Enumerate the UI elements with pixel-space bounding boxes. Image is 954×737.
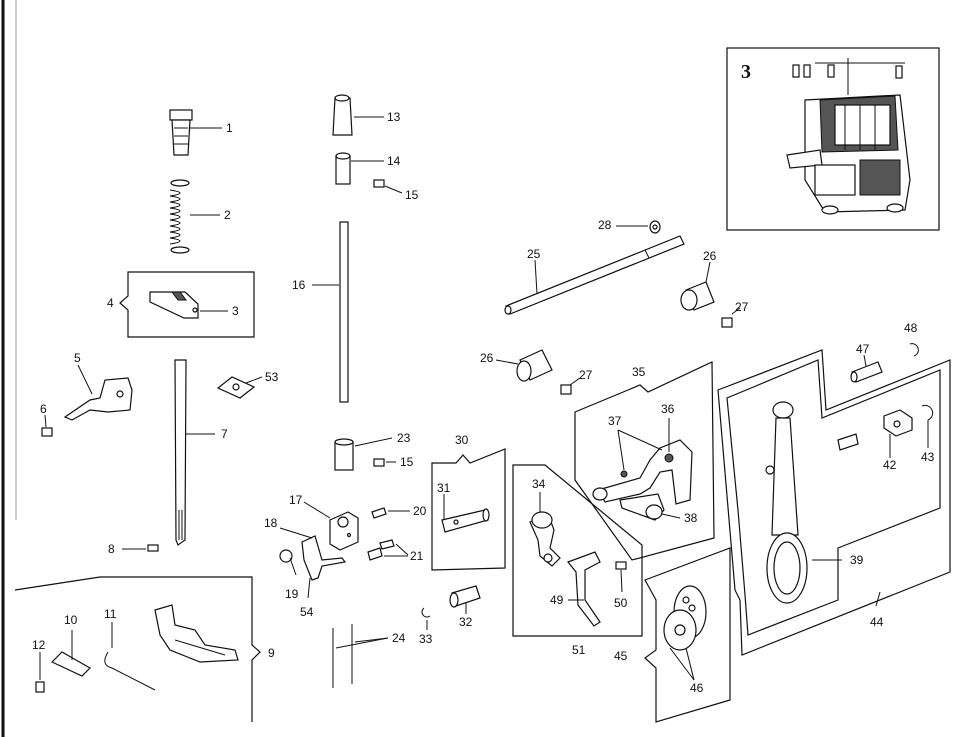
- part-14-bushing: [336, 153, 384, 184]
- callout-32: 32: [459, 615, 473, 629]
- callout-3: 3: [232, 304, 239, 318]
- callout-21: 21: [410, 549, 424, 563]
- callout-26b: 26: [480, 351, 494, 365]
- callout-5: 5: [74, 351, 81, 365]
- callout-28: 28: [598, 218, 612, 232]
- callout-30: 30: [455, 433, 469, 447]
- callout-15a: 15: [405, 188, 419, 202]
- part-24-needles: [333, 624, 388, 688]
- callout-47: 47: [856, 342, 870, 356]
- part-13-cap: [333, 95, 384, 135]
- part-6-screw: [42, 415, 52, 436]
- callout-19: 19: [285, 587, 299, 601]
- callout-50: 50: [614, 596, 628, 610]
- callout-36: 36: [661, 402, 675, 416]
- part-26a-bushing: [681, 262, 714, 310]
- callout-15b: 15: [400, 455, 414, 469]
- callout-35: 35: [632, 365, 646, 379]
- callout-38: 38: [684, 511, 698, 525]
- callout-42: 42: [883, 458, 897, 472]
- part-20-screw: [372, 508, 410, 518]
- callout-18: 18: [264, 516, 278, 530]
- part-28-washer: [616, 221, 660, 233]
- callout-12: 12: [32, 638, 46, 652]
- callout-14: 14: [387, 154, 401, 168]
- callout-31: 31: [437, 481, 451, 495]
- part-15a-screw: [374, 180, 402, 193]
- part-9-assembly-box: [15, 577, 260, 722]
- callout-10: 10: [64, 613, 78, 627]
- callout-48: 48: [904, 321, 918, 335]
- part-16-rod: [312, 222, 348, 402]
- callout-43: 43: [921, 450, 935, 464]
- callout-25: 25: [527, 247, 541, 261]
- callout-23: 23: [397, 431, 411, 445]
- part-47-pin: [851, 355, 882, 382]
- callout-9: 9: [268, 646, 275, 660]
- callout-6: 6: [40, 402, 47, 416]
- callout-53: 53: [265, 370, 279, 384]
- part-33-clip: [422, 608, 430, 630]
- callout-44: 44: [870, 615, 884, 629]
- callout-7: 7: [221, 427, 228, 441]
- part-35-assembly-box: [575, 362, 714, 560]
- callout-2: 2: [224, 208, 231, 222]
- callout-39: 39: [850, 553, 864, 567]
- callout-20: 20: [413, 504, 427, 518]
- part-44-assembly-box: [718, 350, 950, 655]
- part-48-clip: [910, 344, 918, 356]
- callout-26a: 26: [703, 249, 717, 263]
- callout-33: 33: [419, 632, 433, 646]
- callout-37: 37: [608, 414, 622, 428]
- part-26b-bushing: [496, 350, 552, 381]
- callout-13: 13: [387, 110, 401, 124]
- part-30-assembly-box: [432, 449, 505, 570]
- part-2-spring: [170, 180, 220, 253]
- part-21-screws: [368, 540, 408, 560]
- machine-inset: 3: [727, 48, 939, 230]
- callout-49: 49: [550, 593, 564, 607]
- callout-27a: 27: [735, 300, 749, 314]
- callout-34: 34: [532, 477, 546, 491]
- part-5-bracket: [65, 365, 132, 420]
- callout-1: 1: [226, 121, 233, 135]
- callout-24: 24: [392, 631, 406, 645]
- inset-label: 3: [741, 61, 751, 83]
- callout-46: 46: [690, 681, 704, 695]
- part-45-assembly-box: [645, 548, 730, 722]
- callout-27b: 27: [579, 368, 593, 382]
- callout-54: 54: [300, 605, 314, 619]
- callout-4: 4: [107, 296, 114, 310]
- part-27b-screw: [561, 378, 580, 394]
- callout-17: 17: [289, 493, 303, 507]
- part-53-plate: [218, 377, 262, 398]
- part-1-screw: [170, 110, 222, 155]
- part-7-rod: [175, 360, 215, 545]
- part-15b-screw: [374, 459, 396, 466]
- part-8-screw: [122, 545, 158, 551]
- part-32-pin: [450, 586, 480, 614]
- callout-51: 51: [572, 643, 586, 657]
- callout-16: 16: [292, 278, 306, 292]
- machine-illustration: [787, 58, 910, 214]
- callout-45: 45: [614, 649, 628, 663]
- callout-8: 8: [108, 542, 115, 556]
- callout-11: 11: [104, 607, 117, 621]
